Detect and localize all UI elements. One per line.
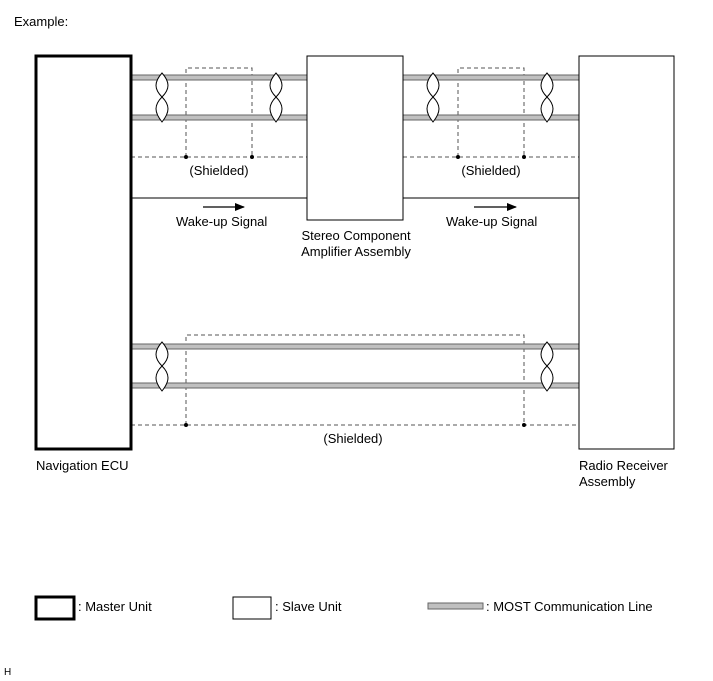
legend-slave-label: : Slave Unit — [275, 599, 342, 614]
amplifier-label-line1: Stereo Component — [301, 228, 411, 243]
legend-master-swatch — [34, 595, 76, 621]
shield-junction-dots — [184, 155, 526, 427]
navigation-ecu-label: Navigation ECU — [36, 458, 129, 473]
shield-top-right — [403, 67, 579, 158]
radio-receiver-label-line2: Assembly — [579, 474, 636, 489]
navigation-ecu-box — [34, 54, 133, 451]
example-label: Example: — [14, 14, 68, 29]
amplifier-label-line2: Amplifier Assembly — [301, 244, 411, 259]
most-lines-bottom — [130, 343, 580, 389]
wake-up-label-left: Wake-up Signal — [176, 214, 267, 229]
legend: : Master Unit : Slave Unit : MOST Commun… — [34, 595, 653, 621]
legend-most-swatch — [427, 602, 484, 610]
twist-symbols — [155, 72, 554, 392]
shield-bottom — [131, 334, 579, 426]
shielded-label-top-right: (Shielded) — [461, 163, 520, 178]
footer-code: H — [4, 667, 11, 678]
legend-most-label: : MOST Communication Line — [486, 599, 653, 614]
shield-top-left — [131, 67, 307, 158]
legend-slave-swatch — [232, 596, 272, 620]
shielded-label-top-left: (Shielded) — [189, 163, 248, 178]
wake-up-label-right: Wake-up Signal — [446, 214, 537, 229]
legend-master-label: : Master Unit — [78, 599, 152, 614]
amplifier-box — [306, 55, 404, 221]
radio-receiver-box — [578, 55, 675, 450]
shielded-label-bottom: (Shielded) — [323, 431, 382, 446]
radio-receiver-label-line1: Radio Receiver — [579, 458, 669, 473]
